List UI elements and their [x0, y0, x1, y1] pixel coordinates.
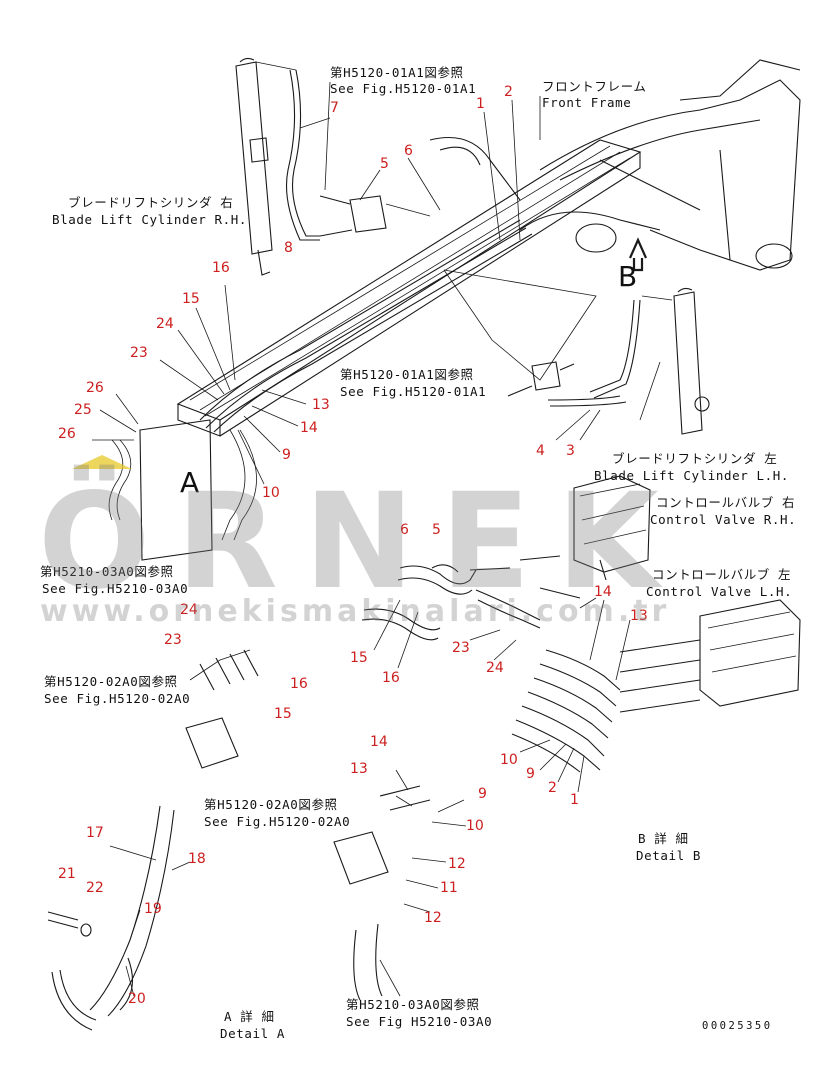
- part-number: 22: [86, 880, 104, 896]
- part-number: 16: [382, 670, 400, 686]
- front-frame-jp: フロントフレーム: [542, 79, 647, 94]
- part-number: 21: [58, 866, 76, 882]
- part-number: 15: [182, 291, 200, 307]
- part-number: 2: [504, 84, 513, 100]
- part-number: 7: [330, 100, 339, 116]
- part-number: 15: [350, 650, 368, 666]
- part-number: 2: [548, 780, 557, 796]
- detail-b-hoses-lower: [511, 599, 631, 793]
- part-number: 9: [282, 447, 291, 463]
- part-number: 4: [536, 443, 545, 459]
- ref-h5120-01a1-mid-jp: 第H5120-01A1図参照: [340, 367, 474, 382]
- leader-lines: [92, 81, 597, 485]
- part-number: 24: [156, 316, 174, 332]
- ref-h5210-03a0-bottom-en: See Fig H5210-03A0: [346, 1014, 493, 1029]
- part-number: 23: [452, 640, 470, 656]
- detail-a-jp: A 詳 細: [224, 1009, 275, 1024]
- part-number: 14: [594, 584, 612, 600]
- arrow-b-drawing: [628, 237, 648, 272]
- part-number: 13: [630, 608, 648, 624]
- part-number: 9: [478, 786, 487, 802]
- ref-h5210-03a0-left-en: See Fig.H5210-03A0: [42, 581, 189, 596]
- part-number: 5: [432, 522, 441, 538]
- ref-h5120-01a1-top-en: See Fig.H5120-01A1: [330, 81, 477, 96]
- detail-b-hoses-upper: [361, 555, 597, 669]
- part-number: 16: [290, 676, 308, 692]
- detail-b-jp: B 詳 細: [638, 831, 689, 846]
- part-number: 25: [74, 402, 92, 418]
- part-number: 8: [284, 240, 293, 256]
- part-number: 24: [486, 660, 504, 676]
- part-number: 12: [448, 856, 466, 872]
- document-number: 00025350: [702, 1020, 773, 1032]
- blade-lift-cylinder-lh-drawing: [547, 287, 710, 441]
- part-number: 3: [566, 443, 575, 459]
- blade-lh-en: Blade Lift Cylinder L.H.: [594, 468, 790, 483]
- ref-h5210-03a0-bottom-jp: 第H5210-03A0図参照: [346, 997, 480, 1012]
- frame-hose-run: [199, 219, 533, 541]
- part-number: 9: [526, 766, 535, 782]
- detail-b-en: Detail B: [636, 848, 702, 863]
- part-number: 6: [404, 143, 413, 159]
- front-frame-en: Front Frame: [542, 95, 632, 110]
- control-valve-rh-drawing: [573, 475, 651, 581]
- part-number: 20: [128, 991, 146, 1007]
- part-number: 13: [312, 397, 330, 413]
- watermark-accent: [72, 455, 132, 469]
- part-number: 16: [212, 260, 230, 276]
- ref-h5120-01a1-mid-en: See Fig.H5120-01A1: [340, 384, 487, 399]
- part-number: 5: [380, 156, 389, 172]
- detail-a-box: [108, 419, 213, 561]
- part-number: 11: [440, 880, 458, 896]
- cv-lh-jp: コントロールバルブ 左: [652, 567, 792, 582]
- part-number: 26: [58, 426, 76, 442]
- blade-rh-jp: ブレードリフトシリンダ 右: [68, 195, 234, 210]
- detail-b-letter: B: [618, 260, 638, 293]
- cv-rh-en: Control Valve R.H.: [650, 512, 797, 527]
- part-number: 1: [570, 792, 579, 808]
- detail-a-letter: A: [180, 466, 200, 499]
- main-frame-drawing: [176, 59, 801, 437]
- part-number: 1: [476, 96, 485, 112]
- part-number: 13: [350, 761, 368, 777]
- valve-block-top: [319, 195, 431, 237]
- part-number: 15: [274, 706, 292, 722]
- ref-h5120-02a0-left-en: See Fig.H5120-02A0: [44, 691, 191, 706]
- part-number: 14: [300, 420, 318, 436]
- part-number: 18: [188, 851, 206, 867]
- ref-h5120-02a0-mid-jp: 第H5120-02A0図参照: [204, 797, 338, 812]
- ref-h5210-03a0-left-jp: 第H5210-03A0図参照: [40, 564, 174, 579]
- blade-lh-jp: ブレードリフトシリンダ 左: [612, 451, 778, 466]
- part-number: 10: [466, 818, 484, 834]
- control-valve-lh-drawing: [619, 599, 801, 713]
- part-number: 6: [400, 522, 409, 538]
- part-number: 14: [370, 734, 388, 750]
- part-number: 10: [262, 485, 280, 501]
- part-number: 19: [144, 901, 162, 917]
- blade-lift-cylinder-rh-drawing: [235, 57, 320, 276]
- part-number: 26: [86, 380, 104, 396]
- part-number: 24: [180, 602, 198, 618]
- detail-a-en: Detail A: [220, 1026, 286, 1041]
- part-number: 12: [424, 910, 442, 926]
- part-number: 23: [164, 632, 182, 648]
- ref-h5120-01a1-top-jp: 第H5120-01A1図参照: [330, 65, 464, 80]
- ref-h5120-02a0-mid-en: See Fig.H5120-02A0: [204, 814, 351, 829]
- part-number: 10: [500, 752, 518, 768]
- ref-h5120-02a0-left-jp: 第H5120-02A0図参照: [44, 674, 178, 689]
- detail-a-lower-assembly: [47, 649, 467, 1031]
- part-number: 23: [130, 345, 148, 361]
- cv-lh-en: Control Valve L.H.: [646, 584, 793, 599]
- blade-rh-en: Blade Lift Cylinder R.H.: [52, 212, 248, 227]
- valve-block-mid: [507, 361, 575, 397]
- part-number: 17: [86, 825, 104, 841]
- cv-rh-jp: コントロールバルブ 右: [656, 495, 796, 510]
